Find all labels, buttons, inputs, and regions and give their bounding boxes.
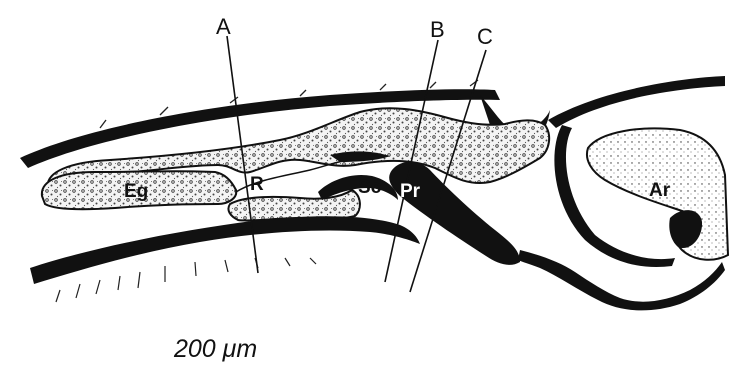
section-label-b: B: [430, 17, 445, 42]
region-label-sc: Sc: [358, 177, 382, 198]
upper-arc: [548, 76, 725, 128]
section-label-c: C: [477, 24, 493, 49]
region-label-r: R: [250, 174, 264, 195]
region-label-eg: Eg: [124, 181, 148, 202]
lower-tooth: [30, 216, 420, 284]
region-label-pr: Pr: [400, 181, 421, 202]
section-label-a: A: [216, 14, 231, 39]
scale-label: 200 μm: [173, 335, 257, 363]
region-label-ar: Ar: [649, 180, 671, 201]
